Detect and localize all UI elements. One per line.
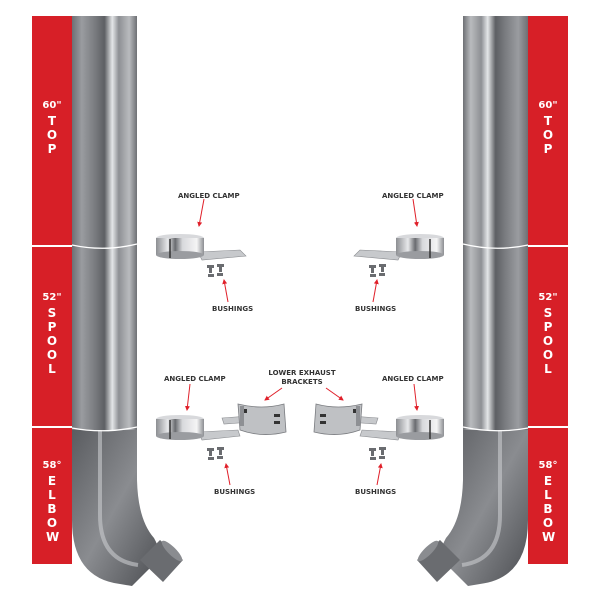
lower-left-bushings (207, 447, 224, 460)
left-pipe-outlet (140, 540, 183, 582)
left-top-band (32, 16, 72, 245)
right-spool-word: SPOOL (542, 306, 554, 376)
brackets-label-line2: BRACKETS (281, 378, 323, 386)
right-elbow-measure: 58° (538, 460, 558, 471)
upper-right-clamp-label: ANGLED CLAMP (382, 192, 444, 200)
right-elbow-word: ELBOW (542, 474, 556, 544)
left-elbow-measure: 58° (42, 460, 62, 471)
left-top-word: TOP (46, 114, 58, 156)
right-top-measure: 60" (538, 100, 558, 111)
left-spool-band (32, 247, 72, 426)
lower-right-clamp-label: ANGLED CLAMP (382, 375, 444, 383)
right-pipe-outlet (417, 540, 460, 582)
lower-left-bushings-label: BUSHINGS (214, 488, 256, 496)
lower-right-bushings-label: BUSHINGS (355, 488, 397, 496)
right-spool-band (528, 247, 568, 426)
left-spool-label: 52" SPOOL (32, 292, 72, 376)
upper-right-bushings-label: BUSHINGS (355, 305, 397, 313)
left-elbow-label: 58° ELBOW (32, 460, 72, 544)
upper-right-clamp (353, 234, 444, 261)
left-spool-measure: 52" (42, 292, 62, 303)
lower-right-bushings (369, 447, 386, 460)
lower-left-bracket (221, 403, 287, 435)
left-spool-word: SPOOL (46, 306, 58, 376)
brackets-label: LOWER EXHAUST BRACKETS (266, 369, 338, 387)
left-top-measure: 60" (42, 100, 62, 111)
right-top-word: TOP (542, 114, 554, 156)
right-top-band (528, 16, 568, 245)
upper-right-bushings (369, 264, 386, 277)
upper-left-clamp (156, 234, 247, 261)
right-pipe-elbow (441, 430, 528, 586)
left-pipe-elbow (72, 430, 159, 586)
right-top-label: 60" TOP (528, 100, 568, 156)
left-elbow-word: ELBOW (46, 474, 60, 544)
lower-left-clamp-label: ANGLED CLAMP (164, 375, 226, 383)
lower-right-clamp (359, 415, 444, 441)
right-elbow-label: 58° ELBOW (528, 460, 568, 544)
upper-left-clamp-label: ANGLED CLAMP (178, 192, 240, 200)
brackets-label-line1: LOWER EXHAUST (268, 369, 336, 377)
left-pipe-straight (72, 16, 137, 436)
left-top-label: 60" TOP (32, 100, 72, 156)
lower-right-bracket (313, 403, 379, 435)
right-elbow-band (528, 428, 568, 564)
upper-left-bushings (207, 264, 224, 277)
right-spool-measure: 52" (538, 292, 558, 303)
left-elbow-band (32, 428, 72, 564)
lower-left-clamp (156, 415, 241, 441)
right-pipe-straight (463, 16, 528, 436)
upper-left-bushings-label: BUSHINGS (212, 305, 254, 313)
right-spool-label: 52" SPOOL (528, 292, 568, 376)
